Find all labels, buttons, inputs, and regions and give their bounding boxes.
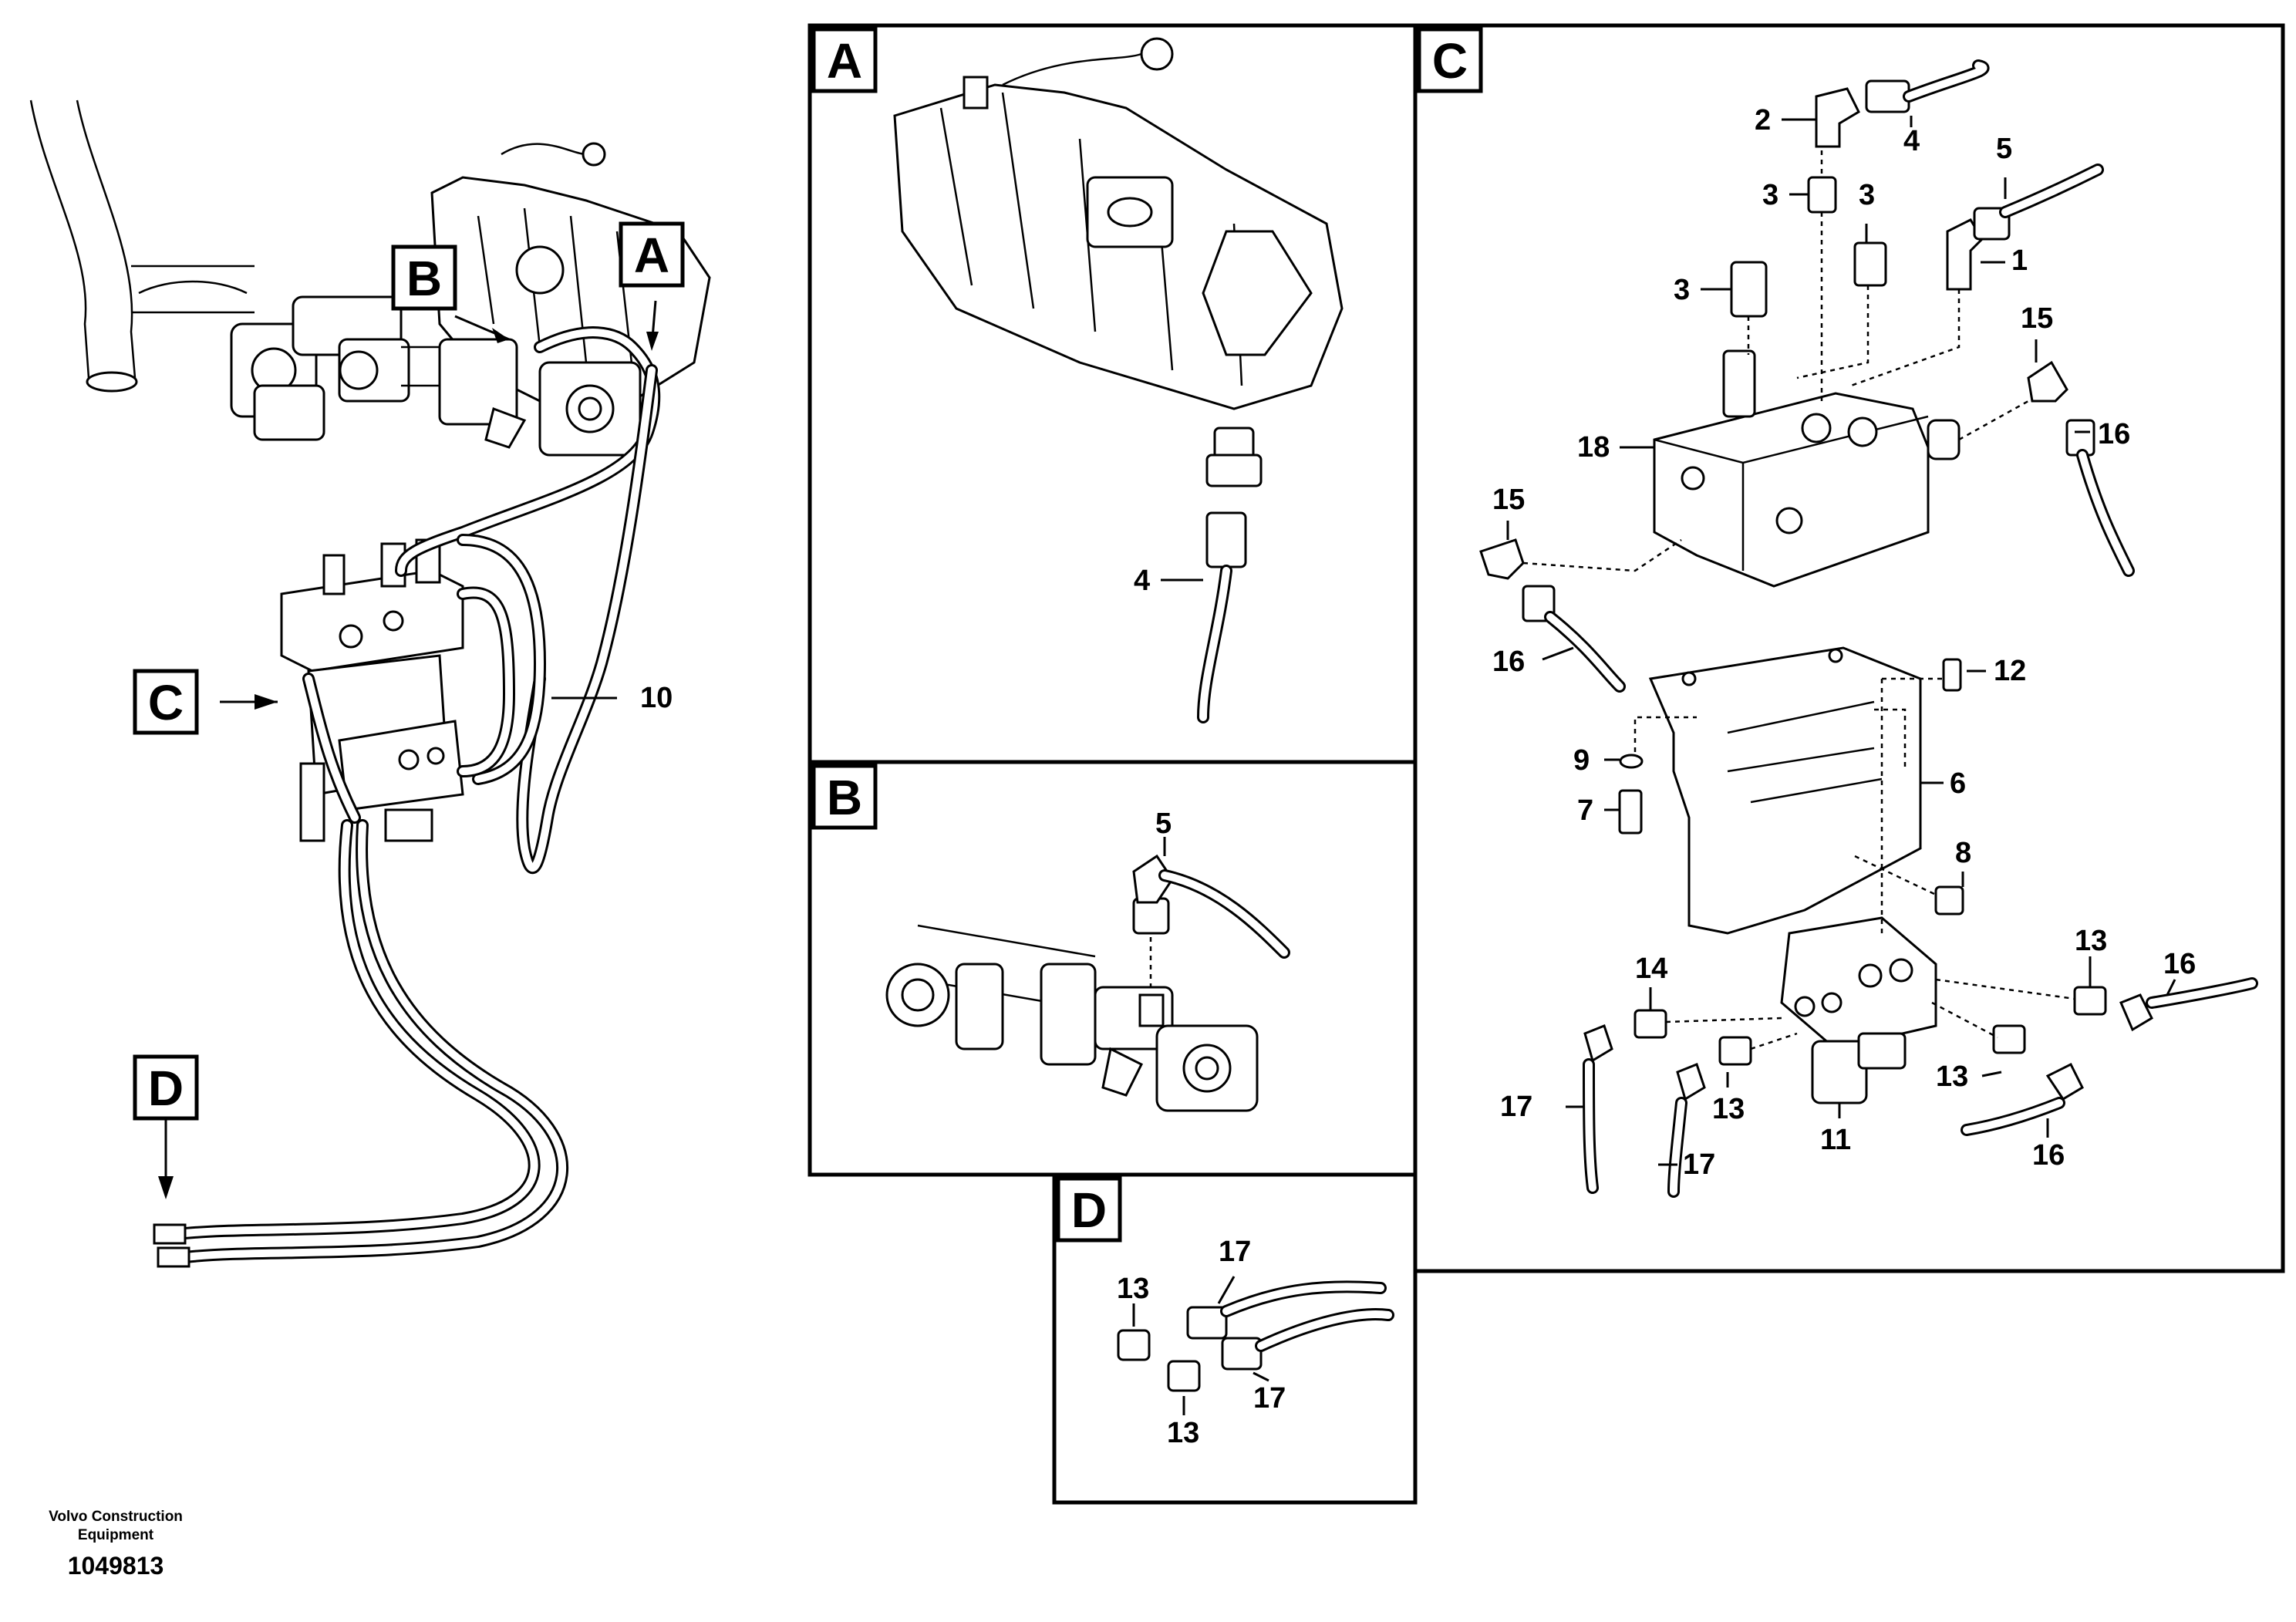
panel-d-callout-17-b: 17 [1253,1382,1286,1415]
panel-c-callout-17-a: 17 [1500,1091,1532,1123]
panel-c-callout-14: 14 [1635,953,1667,985]
panel-d: D 13 13 17 17 [1052,1172,1418,1505]
panel-a-fitting [1197,427,1263,723]
manufacturer-line-2: Equipment [77,1527,154,1543]
panel-b-letter: B [827,770,862,825]
pump-assembly [430,142,711,457]
manufacturer-name: Volvo Construction Equipment [39,1508,193,1545]
panel-b-manifold [885,924,1259,1112]
overview-callout-10: 10 [640,682,673,714]
panel-b: B 5 [807,760,1418,1177]
panel-c-callout-3-a: 3 [1762,179,1778,211]
document-number: 1049813 [67,1552,164,1580]
overview-tag-d-text: D [148,1061,184,1116]
panel-b-elbow-hose [1132,854,1290,991]
panel-c-callout-13-c: 13 [2075,925,2107,957]
panel-c-callout-2: 2 [1755,104,1771,137]
panel-c-callout-6: 6 [1950,767,1966,800]
overview-tag-b: B [391,244,457,311]
panel-c-parts [1479,59,2258,1198]
manufacturer-line-1: Volvo Construction [49,1509,183,1525]
overview-illustration [29,99,711,1268]
panel-c-callout-11: 11 [1820,1124,1851,1156]
panel-c-callout-12: 12 [1994,655,2026,687]
panel-a: A 4 [807,23,1418,764]
panel-c-callout-16-d-hidden: 16 [2032,1139,2065,1172]
panel-d-letter: D [1071,1182,1107,1238]
panel-c-callout-16-a: 16 [2098,418,2130,450]
hoses [153,326,661,1268]
panel-d-callout-17-a: 17 [1219,1236,1251,1268]
panel-c-callout-16-c: 16 [2163,948,2196,980]
panel-c-callout-5: 5 [1996,133,2012,165]
panel-c: C [1413,23,2285,1273]
overview-tag-b-text: B [406,251,442,306]
panel-c-callout-7: 7 [1577,794,1593,827]
panel-c-callout-13-b: 13 [1936,1061,1968,1093]
panel-c-letter: C [1432,33,1468,89]
panel-b-callout-5: 5 [1155,808,1172,840]
panel-c-callout-15-b: 15 [1492,484,1525,516]
panel-c-callout-15-a: 15 [2021,302,2053,335]
panel-a-callout-4: 4 [1134,565,1150,597]
panel-d-parts [1117,1280,1394,1392]
panel-d-callout-13-b: 13 [1167,1417,1199,1449]
overview-tag-a-text: A [634,228,669,283]
panel-c-callout-3-c: 3 [1674,274,1690,306]
panel-c-callout-16-b: 16 [1492,646,1525,678]
overview-tag-c-text: C [148,675,184,730]
panel-c-callout-8: 8 [1955,837,1971,869]
panel-c-callout-17-b: 17 [1683,1148,1715,1181]
panel-a-letter: A [827,33,862,89]
valve-block [280,538,464,842]
panel-c-callout-1: 1 [2011,244,2028,277]
panel-a-pump [893,37,1344,410]
overview-tag-d: D [133,1054,199,1121]
overview-tag-a: A [619,221,685,288]
panel-c-callout-13-a: 13 [1712,1093,1745,1125]
panel-c-callout-9: 9 [1573,744,1590,777]
panel-c-callout-4: 4 [1903,125,1920,157]
panel-d-callout-13-a: 13 [1117,1273,1149,1305]
panel-c-callout-18: 18 [1577,431,1610,464]
panel-c-callout-3-b: 3 [1859,179,1875,211]
overview-tag-c: C [133,669,199,735]
